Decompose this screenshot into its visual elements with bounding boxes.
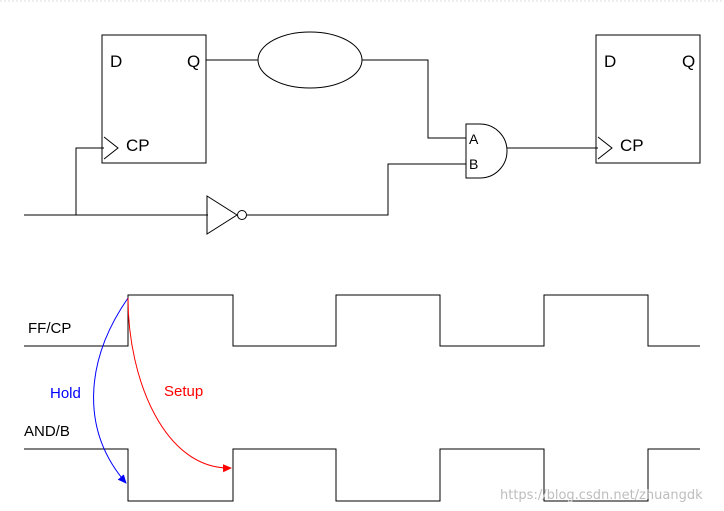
flipflop-left-q-label: Q bbox=[187, 52, 200, 71]
wire-logic-to-and-a bbox=[362, 59, 466, 139]
flipflop-left-d-label: D bbox=[110, 52, 122, 71]
hold-arrow bbox=[93, 297, 129, 484]
ff-cp-waveform bbox=[24, 294, 700, 347]
flipflop-right-clock-icon bbox=[597, 136, 613, 160]
and-gate-body bbox=[465, 123, 508, 179]
setup-label: Setup bbox=[164, 383, 203, 400]
inverter-bubble-icon bbox=[237, 210, 247, 220]
flipflop-left: D Q CP bbox=[101, 34, 207, 164]
hold-label: Hold bbox=[50, 385, 81, 402]
and-gate-b-label: B bbox=[469, 156, 478, 172]
flipflop-right-q-label: Q bbox=[682, 52, 695, 71]
combinational-logic-ellipse bbox=[257, 31, 363, 89]
and-gate: A B bbox=[465, 123, 508, 179]
and-b-waveform-label: AND/B bbox=[24, 423, 70, 440]
watermark-text: https://blog.csdn.net/zhuangdk bbox=[500, 488, 703, 503]
ff-cp-waveform-label: FF/CP bbox=[28, 320, 71, 337]
and-b-waveform bbox=[24, 448, 700, 502]
flipflop-left-clock-icon bbox=[103, 136, 119, 160]
wire-clock-to-ff-cp bbox=[75, 147, 104, 215]
flipflop-left-box bbox=[101, 34, 207, 164]
inverter bbox=[206, 195, 247, 235]
inverter-body bbox=[206, 195, 238, 235]
flipflop-left-cp-label: CP bbox=[126, 136, 150, 155]
wire-inverter-to-and-b bbox=[247, 163, 466, 216]
flipflop-right-box bbox=[595, 34, 701, 164]
setup-arrow bbox=[127, 297, 232, 473]
flipflop-right-d-label: D bbox=[604, 52, 616, 71]
flipflop-right: D Q CP bbox=[595, 34, 701, 164]
and-gate-a-label: A bbox=[469, 131, 479, 147]
flipflop-right-cp-label: CP bbox=[620, 136, 644, 155]
